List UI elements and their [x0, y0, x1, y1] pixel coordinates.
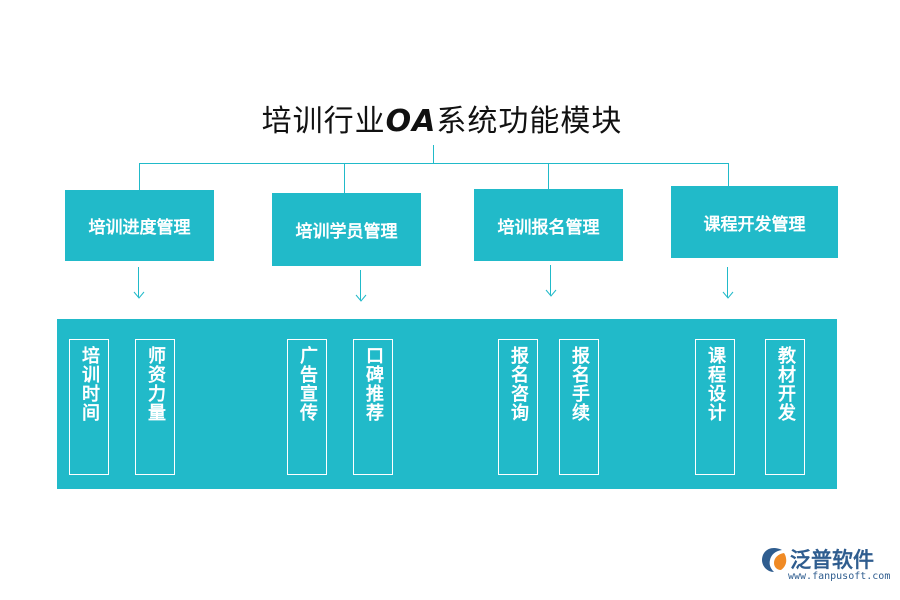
sub-item-label: 师资力量	[145, 346, 166, 422]
title-part-latin: OA	[385, 104, 437, 139]
sub-item-box: 报名咨询	[498, 339, 538, 475]
arrow-down-icon	[545, 265, 557, 297]
connector-drop-1	[139, 163, 140, 190]
sub-item-box: 口碑推荐	[353, 339, 393, 475]
connector-drop-4	[728, 163, 729, 186]
sub-item-box: 培训时间	[69, 339, 109, 475]
module-box-3: 培训报名管理	[474, 189, 623, 261]
sub-item-label: 广告宣传	[297, 346, 318, 422]
sub-item-box: 报名手续	[559, 339, 599, 475]
module-label-2: 培训学员管理	[295, 222, 398, 242]
module-box-2: 培训学员管理	[272, 193, 421, 266]
sub-items-panel: 培训时间 师资力量 广告宣传 口碑推荐 报名咨询 报名手续 课程设计 教材开发	[57, 319, 837, 489]
sub-item-box: 师资力量	[135, 339, 175, 475]
title-part-2: 系统功能模块	[436, 104, 623, 139]
arrow-down-icon	[722, 267, 734, 299]
module-label-3: 培训报名管理	[497, 217, 600, 238]
sub-item-label: 报名咨询	[508, 346, 529, 422]
sub-item-box: 教材开发	[765, 339, 805, 475]
module-box-4: 课程开发管理	[671, 186, 838, 258]
arrow-down-icon	[355, 270, 367, 302]
connector-bus	[139, 163, 729, 164]
sub-item-label: 教材开发	[775, 346, 796, 422]
logo-brand-text: 泛普软件	[790, 548, 874, 572]
fanpu-logo-icon	[762, 548, 787, 572]
module-box-1: 培训进度管理	[65, 190, 214, 261]
logo-url-text: www.fanpusoft.com	[788, 571, 891, 582]
sub-item-label: 培训时间	[79, 346, 100, 422]
sub-item-label: 口碑推荐	[363, 346, 384, 422]
title-part-1: 培训行业	[261, 104, 386, 139]
connector-drop-2	[344, 163, 345, 193]
sub-item-label: 报名手续	[569, 346, 590, 422]
module-label-4: 课程开发管理	[703, 214, 806, 235]
connector-drop-3	[548, 163, 549, 189]
connector-trunk	[433, 145, 434, 163]
sub-item-box: 广告宣传	[287, 339, 327, 475]
arrow-down-icon	[133, 267, 145, 299]
sub-item-box: 课程设计	[695, 339, 735, 475]
module-label-1: 培训进度管理	[88, 218, 191, 238]
sub-item-label: 课程设计	[705, 346, 726, 422]
diagram-title: 培训行业OA系统功能模块	[0, 96, 884, 140]
fanpu-logo: 泛普软件 www.fanpusoft.com	[758, 544, 891, 588]
